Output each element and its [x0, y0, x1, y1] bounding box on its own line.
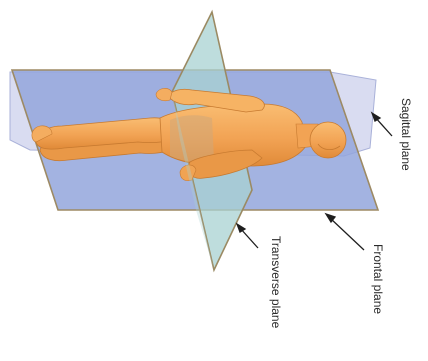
sagittal-plane-label: Sagittal plane	[399, 98, 413, 171]
frontal-plane-label: Frontal plane	[371, 244, 385, 314]
transverse-plane-label: Transverse plane	[269, 236, 283, 329]
frontal-pointer	[330, 218, 364, 250]
